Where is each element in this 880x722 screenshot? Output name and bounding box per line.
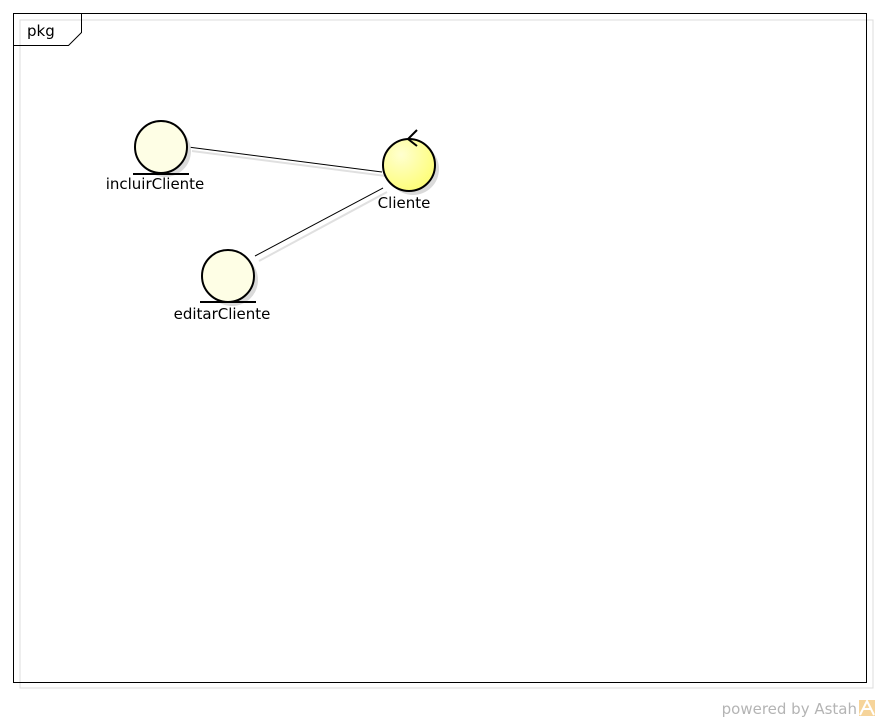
control-arrow-icon [406,129,418,147]
control-cliente[interactable]: Cliente [378,129,439,212]
link-shadow [258,191,388,262]
boundary-icon [201,249,255,303]
control-icon [382,138,436,192]
astah-logo-icon [859,698,875,716]
boundary-icon [134,120,188,174]
frame-label: pkg [27,22,55,40]
element-label: Cliente [378,194,431,212]
frame-shadow [19,19,874,689]
link-editar-cliente[interactable] [254,187,384,257]
frame-tab [13,13,82,46]
boundary-incluir-cliente[interactable]: incluirCliente [106,120,205,193]
element-label: editarCliente [174,305,271,323]
package-frame[interactable] [13,13,867,683]
link-shadow [191,150,387,177]
boundary-editar-cliente[interactable]: editarCliente [174,249,271,323]
footer-text: powered by Astah [722,700,857,718]
element-label: incluirCliente [106,175,205,193]
link-incluir-cliente[interactable] [187,146,383,173]
